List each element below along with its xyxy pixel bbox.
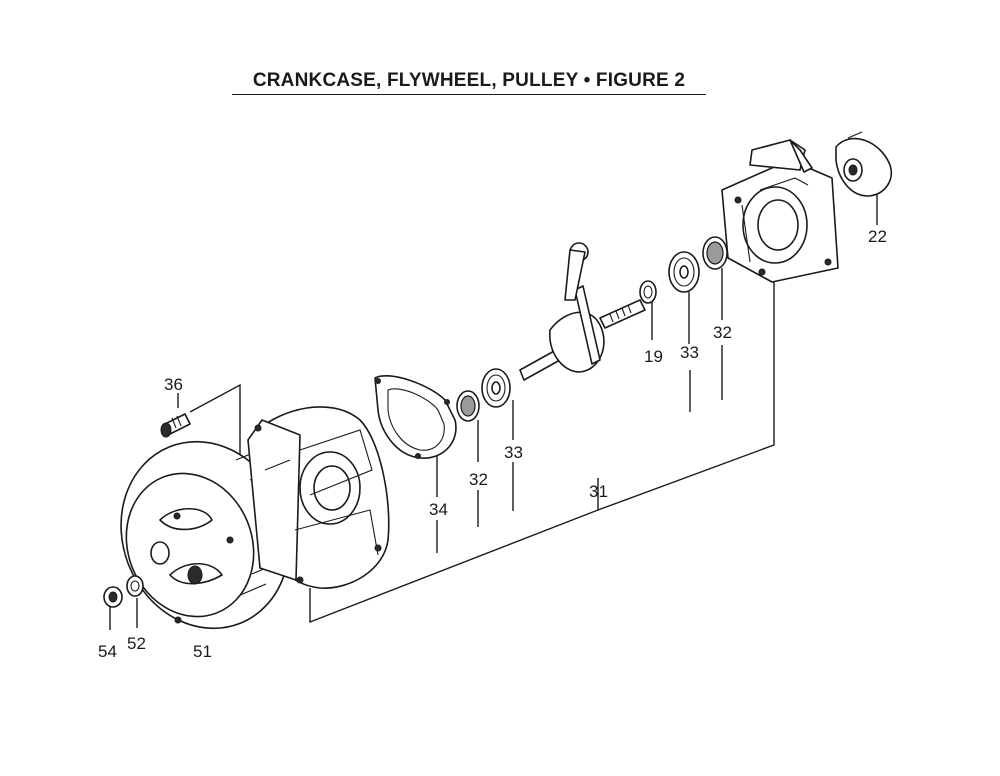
- callout-33-lower: 33: [504, 443, 523, 462]
- callout-32-upper: 32: [713, 323, 732, 342]
- callout-51: 51: [193, 642, 212, 661]
- screw: [160, 413, 191, 438]
- callout-22: 22: [868, 227, 887, 246]
- crankshaft: [519, 242, 646, 381]
- bearing-upper: [668, 251, 700, 293]
- crankcase-right: [721, 139, 839, 283]
- callout-labels: 36 34 32 33 19 33 32 31 22 54 52 51: [98, 227, 887, 661]
- bearing-lower: [481, 368, 511, 408]
- leader-lines: [109, 186, 878, 630]
- callout-33-upper: 33: [680, 343, 699, 362]
- callout-54: 54: [98, 642, 117, 661]
- thrust-washer: [639, 280, 657, 304]
- gasket: [374, 375, 457, 459]
- callout-34: 34: [429, 500, 448, 519]
- callout-32-lower: 32: [469, 470, 488, 489]
- oil-seal-upper: [702, 236, 728, 270]
- callout-31: 31: [589, 482, 608, 501]
- oil-seal-lower: [456, 390, 480, 422]
- pulley: [835, 131, 892, 197]
- flywheel: [120, 440, 291, 630]
- callout-19: 19: [644, 347, 663, 366]
- callout-52: 52: [127, 634, 146, 653]
- crankcase-left: [247, 406, 390, 589]
- figure-title: CRANKCASE, FLYWHEEL, PULLEY • FIGURE 2: [232, 70, 706, 95]
- callout-36: 36: [164, 375, 183, 394]
- nut-and-washer: [103, 575, 144, 608]
